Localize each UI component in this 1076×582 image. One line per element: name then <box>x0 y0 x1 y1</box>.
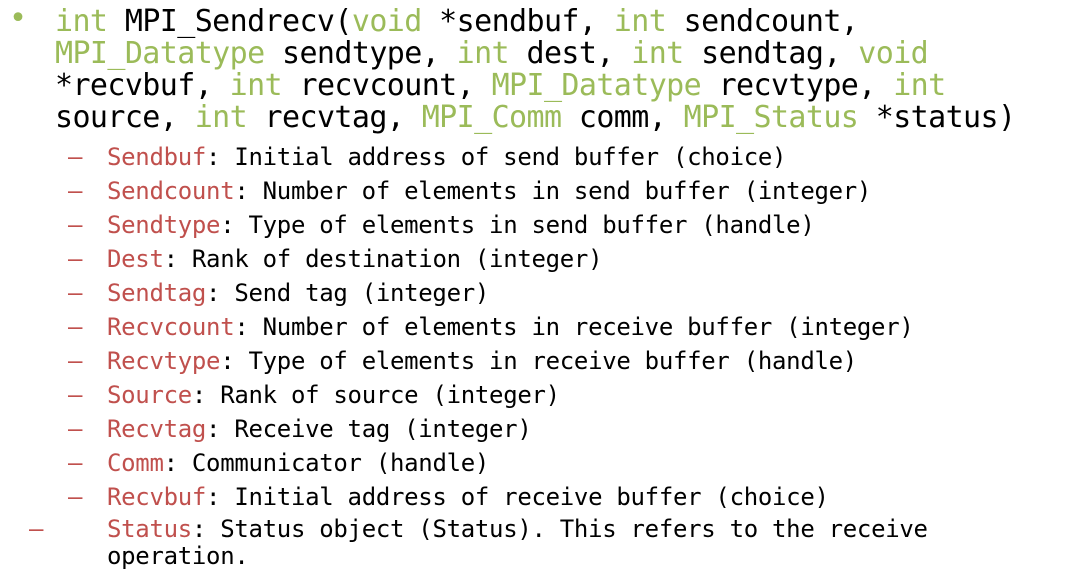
signature-name-token: *sendbuf, <box>421 4 614 39</box>
signature-name-token: dest, <box>509 36 632 71</box>
parameter-item: –Sendtype: Type of elements in send buff… <box>68 210 1068 244</box>
parameter-name: Sendtype <box>107 211 221 239</box>
signature-name-token: source, <box>55 68 964 135</box>
dash-bullet-icon: – <box>68 381 83 409</box>
parameter-item: –Sendcount: Number of elements in send b… <box>68 176 1068 210</box>
parameter-name: Recvbuf <box>107 483 207 511</box>
dash-bullet-icon: – <box>68 483 83 511</box>
signature-name-token: comm, <box>561 100 684 135</box>
parameter-name: Sendcount <box>107 177 235 205</box>
signature-type-token: MPI_Status <box>683 100 859 135</box>
parameter-item: –Comm: Communicator (handle) <box>68 448 1068 482</box>
parameter-name: Sendbuf <box>107 143 207 171</box>
signature-type-token: MPI_Datatype <box>491 68 702 103</box>
function-signature: int MPI_Sendrecv(void *sendbuf, int send… <box>55 6 1070 134</box>
parameter-name: Comm <box>107 449 164 477</box>
signature-name-token: recvcount, <box>282 68 492 103</box>
parameter-description: : Rank of source (integer) <box>191 381 560 409</box>
signature-type-token: int <box>194 100 248 135</box>
parameter-list: –Sendbuf: Initial address of send buffer… <box>29 142 1068 570</box>
parameter-description: : Send tag (integer) <box>206 279 490 307</box>
parameter-description: : Number of elements in send buffer (int… <box>234 177 872 205</box>
dash-bullet-icon: – <box>68 211 83 239</box>
parameter-item: – Status: Status object (Status). This re… <box>29 515 1067 570</box>
signature-type-token: int <box>613 4 667 39</box>
parameter-description: : Communicator (handle) <box>163 449 490 477</box>
signature-type-token: MPI_Datatype <box>55 36 265 71</box>
parameter-item: –Dest: Rank of destination (integer) <box>68 244 1068 278</box>
signature-type-token: MPI_Comm <box>421 100 562 135</box>
dash-bullet-icon: – <box>68 279 83 307</box>
dash-bullet-icon: – <box>68 415 83 443</box>
dash-bullet-icon: – <box>29 515 44 543</box>
parameter-item: –Recvtype: Type of elements in receive b… <box>68 346 1068 380</box>
parameter-item: –Recvbuf: Initial address of receive buf… <box>68 482 1068 516</box>
parameter-name: Source <box>107 381 192 409</box>
parameter-name: Sendtag <box>107 279 207 307</box>
parameter-name: Status <box>107 515 192 543</box>
dash-bullet-icon: – <box>68 449 83 477</box>
parameter-item: –Recvtag: Receive tag (integer) <box>68 414 1068 448</box>
parameter-item: –Recvcount: Number of elements in receiv… <box>68 312 1068 346</box>
parameter-description: : Status object (Status). This refers to… <box>107 515 928 570</box>
signature-name-token: sendcount, <box>666 4 876 39</box>
dash-bullet-icon: – <box>68 177 83 205</box>
parameter-name: Recvtype <box>107 347 221 375</box>
parameter-item: –Sendbuf: Initial address of send buffer… <box>68 142 1068 176</box>
dash-bullet-icon: – <box>68 143 83 171</box>
bullet-icon: • <box>9 1 28 36</box>
signature-name-token: MPI_Sendrecv( <box>107 4 353 39</box>
parameter-description: : Number of elements in receive buffer (… <box>234 313 914 341</box>
signature-name-token: *recvbuf, <box>55 36 946 103</box>
signature-name-token: sendtype, <box>264 36 457 71</box>
signature-type-token: void <box>858 36 929 71</box>
signature-type-token: int <box>631 36 684 71</box>
parameter-description: : Rank of destination (integer) <box>163 245 603 273</box>
parameter-description: : Initial address of receive buffer (cho… <box>206 483 829 511</box>
signature-name-token: recvtype, <box>701 68 894 103</box>
parameter-name: Recvcount <box>107 313 235 341</box>
parameter-name: Dest <box>107 245 164 273</box>
dash-bullet-icon: – <box>68 347 83 375</box>
parameter-description: : Initial address of send buffer (choice… <box>206 143 787 171</box>
signature-type-token: int <box>229 68 283 103</box>
parameter-description: : Type of elements in send buffer (handl… <box>220 211 815 239</box>
signature-name-token: *status) <box>858 100 1016 135</box>
parameter-description: : Type of elements in receive buffer (ha… <box>220 347 857 375</box>
dash-bullet-icon: – <box>68 313 83 341</box>
signature-type-token: void <box>351 4 422 39</box>
signature-name-token: sendtag, <box>683 36 859 71</box>
dash-bullet-icon: – <box>68 245 83 273</box>
parameter-description: : Receive tag (integer) <box>206 415 532 443</box>
signature-type-token: int <box>55 4 108 39</box>
parameter-item: –Source: Rank of source (integer) <box>68 380 1068 414</box>
signature-name-token: recvtag, <box>247 100 422 135</box>
parameter-item: –Sendtag: Send tag (integer) <box>68 278 1068 312</box>
signature-type-token: int <box>893 68 946 103</box>
signature-type-token: int <box>456 36 510 71</box>
parameter-name: Recvtag <box>107 415 207 443</box>
